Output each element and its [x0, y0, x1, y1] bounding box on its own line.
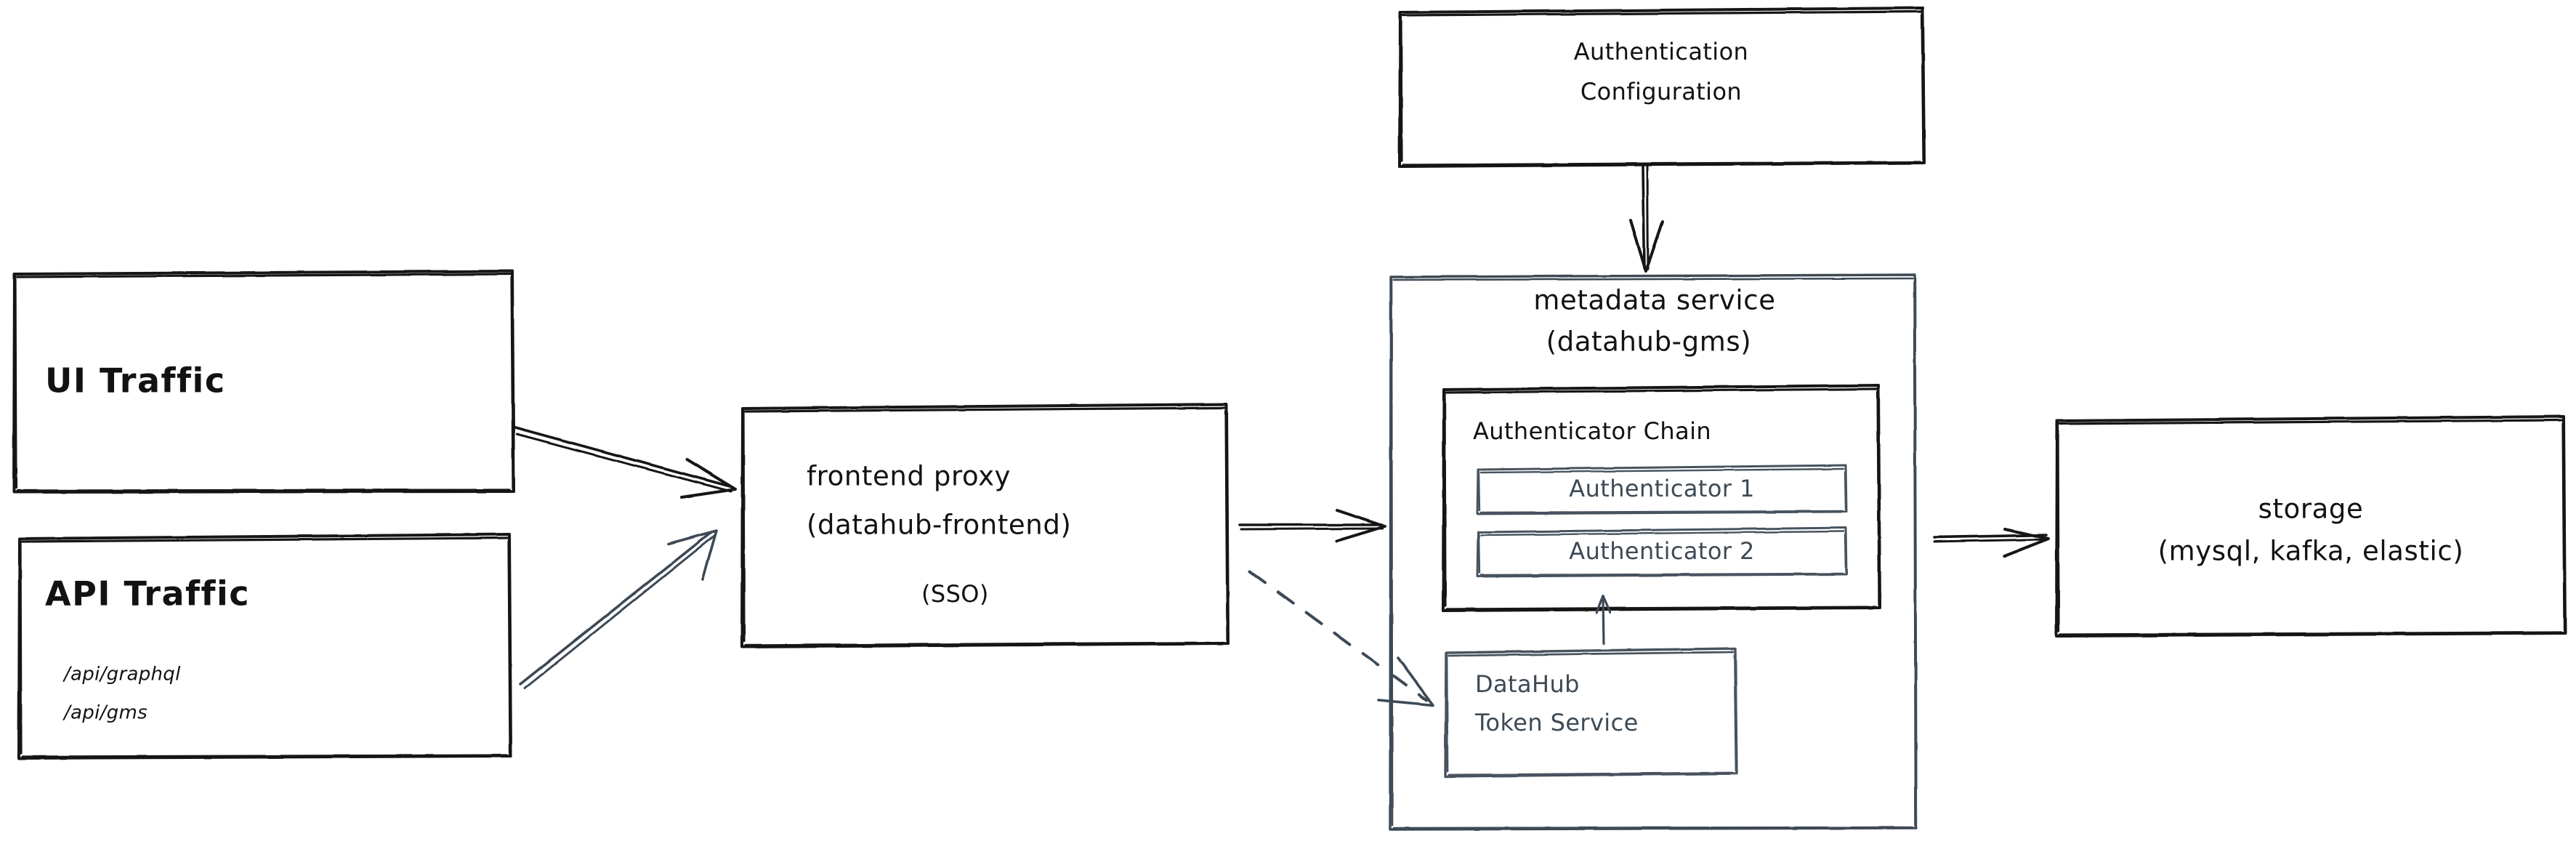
authenticator-2-box-outline: [1476, 526, 1848, 578]
authenticator-1-box-outline: [1476, 464, 1848, 515]
authenticator-chain-label: Authenticator Chain: [1473, 417, 1711, 445]
edge-frontend-proxy-to-metadata-service: [1238, 509, 1386, 542]
authenticator-2-label: Authenticator 2: [1569, 537, 1754, 565]
storage-subtitle: (mysql, kafka, elastic): [2158, 536, 2464, 567]
token-service-box-outline: [1444, 647, 1738, 778]
node-frontend-proxy[interactable]: frontend proxy (datahub-frontend) (SSO): [740, 403, 1230, 648]
auth-config-line1: Authentication: [1574, 38, 1749, 65]
node-storage[interactable]: storage (mysql, kafka, elastic): [2055, 415, 2567, 638]
token-service-line1: DataHub: [1475, 670, 1580, 698]
authenticator-item-2[interactable]: Authenticator 2: [1476, 526, 1848, 578]
edge-ui-traffic-to-frontend-proxy: [514, 426, 737, 499]
node-authentication-configuration[interactable]: Authentication Configuration: [1398, 7, 1926, 168]
storage-box-outline: [2055, 415, 2567, 638]
node-ui-traffic[interactable]: UI Traffic: [12, 270, 515, 494]
edge-api-traffic-to-frontend-proxy: [519, 529, 718, 690]
auth-config-line2: Configuration: [1580, 78, 1742, 105]
api-traffic-box-outline: [17, 533, 512, 760]
ui-traffic-label: UI Traffic: [45, 361, 226, 401]
api-traffic-hitarea[interactable]: [18, 534, 511, 758]
api-traffic-label: API Traffic: [45, 574, 250, 614]
auth-config-box-outline: [1398, 7, 1926, 168]
authenticator-item-1[interactable]: Authenticator 1: [1476, 464, 1848, 515]
api-traffic-endpoint-graphql: /api/graphql: [62, 664, 181, 686]
token-service-line2: Token Service: [1474, 709, 1639, 736]
authenticator-chain-box-outline: [1442, 384, 1881, 612]
storage-title: storage: [2258, 494, 2364, 525]
metadata-service-box-outline: [1389, 273, 1918, 831]
frontend-proxy-subtitle: (datahub-frontend): [807, 510, 1071, 541]
edge-frontend-proxy-to-token-service: [1248, 570, 1434, 707]
node-api-traffic[interactable]: API Traffic /api/graphql /api/gms: [17, 533, 512, 760]
edge-token-service-to-authenticator-chain: [1595, 595, 1612, 645]
edge-metadata-service-to-storage: [1933, 528, 2050, 558]
node-datahub-token-service[interactable]: DataHub Token Service: [1444, 647, 1738, 778]
frontend-proxy-title: frontend proxy: [807, 461, 1011, 492]
metadata-service-title: metadata service: [1533, 285, 1775, 316]
node-metadata-service[interactable]: metadata service (datahub-gms): [1389, 273, 1918, 831]
node-authenticator-chain[interactable]: Authenticator Chain Authenticator 1 Auth…: [1442, 384, 1881, 612]
frontend-proxy-box-outline: [740, 403, 1230, 648]
edge-auth-config-to-metadata-service: [1629, 165, 1664, 273]
frontend-proxy-sso-label: (SSO): [921, 580, 989, 608]
storage-hitarea[interactable]: [2056, 417, 2565, 636]
metadata-service-subtitle: (datahub-gms): [1546, 326, 1752, 358]
ui-traffic-box-outline: [12, 270, 515, 494]
authenticator-1-label: Authenticator 1: [1569, 475, 1754, 502]
api-traffic-endpoint-gms: /api/gms: [62, 702, 148, 724]
